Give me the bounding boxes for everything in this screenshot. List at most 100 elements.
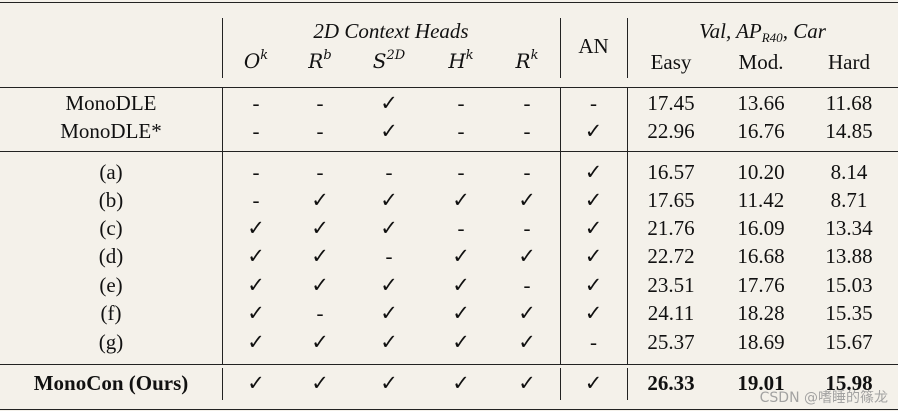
vrule-7	[222, 152, 223, 364]
row-head-mark: ✓	[518, 330, 536, 354]
row-metric-value: 11.68	[825, 91, 873, 115]
context-col-ok: Ok	[243, 48, 269, 73]
row-metric-value: 24.11	[647, 301, 695, 325]
row-head-mark: ✓	[452, 244, 470, 268]
row-head-mark: ✓	[452, 371, 470, 395]
baseline-rule	[0, 151, 898, 152]
row-metric-value: 23.51	[647, 273, 695, 297]
row-head-mark: -	[385, 160, 393, 184]
row-head-mark: ✓	[311, 330, 329, 354]
row-metric-value: 25.37	[647, 330, 695, 354]
row-head-mark: -	[316, 301, 324, 325]
row-an-mark: ✓	[584, 301, 603, 325]
row-metric-value: 15.35	[825, 301, 873, 325]
row-head-mark: -	[457, 91, 465, 115]
vrule-4	[222, 88, 223, 151]
row-head-mark: -	[523, 119, 531, 143]
row-metric-value: 17.45	[647, 91, 695, 115]
row-head-mark: -	[316, 160, 324, 184]
vrule-8	[560, 152, 561, 364]
row-an-mark: ✓	[584, 119, 603, 143]
row-metric-value: 16.57	[647, 160, 695, 184]
row-head-mark: ✓	[452, 188, 470, 212]
row-metric-value: 11.42	[737, 188, 785, 212]
row-head-mark: -	[252, 188, 260, 212]
row-head-mark: ✓	[380, 216, 398, 240]
metric-col-easy: Easy	[650, 50, 692, 74]
watermark: CSDN @嗜睡的篠龙	[759, 390, 888, 406]
row-head-mark: -	[457, 216, 465, 240]
row-head-mark: ✓	[380, 273, 398, 297]
row-head-mark: ✓	[380, 301, 398, 325]
row-head-mark: ✓	[247, 216, 265, 240]
row-head-mark: -	[523, 91, 531, 115]
row-head-mark: ✓	[452, 273, 470, 297]
row-head-mark: ✓	[380, 371, 398, 395]
row-head-mark: ✓	[247, 301, 265, 325]
row-head-mark: -	[523, 216, 531, 240]
context-col-s2d: S2D	[372, 48, 406, 73]
vrule-12	[627, 368, 628, 400]
row-method-name: (a)	[99, 160, 123, 184]
row-method-name: MonoDLE*	[60, 119, 162, 143]
row-head-mark: ✓	[311, 216, 329, 240]
row-metric-value: 22.72	[647, 244, 695, 268]
bottom-rule	[0, 409, 898, 410]
row-method-name: MonoCon (Ours)	[33, 371, 189, 395]
vrule-10	[222, 368, 223, 400]
vrule-11	[560, 368, 561, 400]
row-method-name: (b)	[98, 188, 124, 212]
row-method-name: MonoDLE	[65, 91, 157, 115]
row-an-mark: ✓	[584, 273, 603, 297]
context-col-rb: Rb	[308, 48, 332, 73]
row-metric-value: 15.03	[825, 273, 873, 297]
context-heads-header: 2D Context Heads	[313, 19, 469, 43]
row-metric-value: 8.14	[830, 160, 868, 184]
row-head-mark: -	[523, 273, 531, 297]
row-method-name: (c)	[99, 216, 123, 240]
context-col-hk: Hk	[448, 48, 474, 73]
row-an-mark: ✓	[584, 244, 603, 268]
row-head-mark: -	[385, 244, 393, 268]
vrule-6	[627, 88, 628, 151]
val-header: Val, APR40, Car	[699, 19, 826, 45]
row-metric-value: 8.71	[830, 188, 868, 212]
row-an-mark: ✓	[584, 216, 603, 240]
metric-col-hard: Hard	[828, 50, 870, 74]
row-an-mark: -	[590, 330, 597, 354]
context-col-rk: Rk	[515, 48, 539, 73]
row-head-mark: -	[252, 160, 260, 184]
row-metric-value: 13.88	[825, 244, 873, 268]
metric-col-mod: Mod.	[738, 50, 784, 74]
row-head-mark: ✓	[380, 188, 398, 212]
row-metric-value: 13.66	[737, 91, 785, 115]
row-head-mark: -	[316, 91, 324, 115]
row-an-mark: ✓	[584, 188, 603, 212]
row-metric-value: 17.65	[647, 188, 695, 212]
row-an-mark: -	[590, 91, 597, 115]
row-head-mark: ✓	[380, 119, 398, 143]
row-method-name: (g)	[98, 330, 124, 354]
row-head-mark: ✓	[247, 273, 265, 297]
row-metric-value: 22.96	[647, 119, 695, 143]
row-head-mark: ✓	[380, 330, 398, 354]
row-metric-value: 16.76	[737, 119, 785, 143]
row-metric-value: 15.67	[825, 330, 873, 354]
row-head-mark: ✓	[518, 188, 536, 212]
row-head-mark: -	[523, 160, 531, 184]
row-method-name: (d)	[98, 244, 124, 268]
row-metric-value: 18.28	[737, 301, 785, 325]
vrule-2	[560, 18, 561, 78]
row-head-mark: -	[252, 91, 260, 115]
row-metric-value: 15.98	[825, 371, 873, 395]
row-head-mark: -	[457, 119, 465, 143]
row-head-mark: ✓	[518, 301, 536, 325]
row-metric-value: 14.85	[825, 119, 873, 143]
row-metric-value: 10.20	[737, 160, 785, 184]
row-head-mark: ✓	[311, 371, 329, 395]
row-head-mark: ✓	[311, 244, 329, 268]
row-head-mark: -	[252, 119, 260, 143]
top-rule	[0, 2, 898, 3]
row-metric-value: 18.69	[737, 330, 785, 354]
